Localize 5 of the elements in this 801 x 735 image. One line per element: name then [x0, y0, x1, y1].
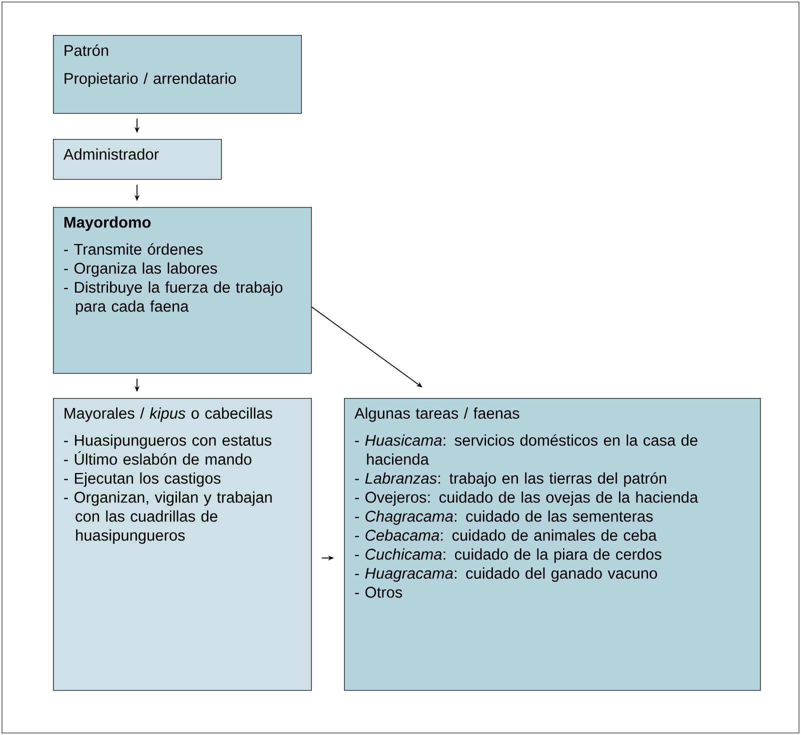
process-box: Administrador — [53, 139, 222, 180]
process-box: Mayorales / kipus o cabecillas - Huasipungueros con estatus - Último eslabón de mando - Ejecutan los castigos - Organizan, vigilan y trabajan con las cuadrillas de huasipungueros — [53, 398, 312, 691]
process-box: Algunas tareas / faenas - Huasicama: servicios domésticos en la casa de hacienda - Labranzas: trabajo en las tierras del patrón - Ovejeros: cuidado de las ovejas de la hacienda - Chagracama: cuidado de las sementeras - Cebacama: cuidado de animales de ceba - Cuchicama: cuidado de la piara de cerdos - Huagracama: cuidado del ganado vacuno - Otros — [344, 398, 761, 691]
process-box: Patrón Propietario / arrendatario — [53, 35, 302, 114]
process-box: Mayordomo - Transmite órdenes - Organiza las labores - Distribuye la fuerza de trabajo para cada faena — [53, 207, 312, 374]
